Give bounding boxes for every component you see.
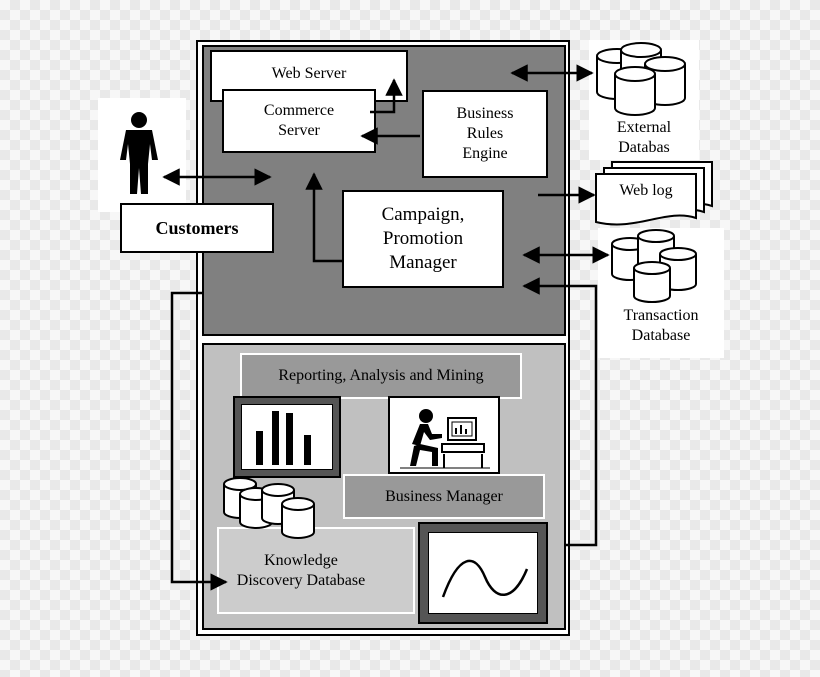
customer-figure-panel	[98, 98, 186, 212]
bar-chart-icon	[256, 411, 311, 465]
knowledge-discovery-db-label: Knowledge Discovery Database	[236, 551, 366, 589]
external-db-cylinders-icon	[596, 42, 686, 116]
customers-box: Customers	[120, 203, 274, 253]
campaign-to-commerce-arrow	[305, 172, 342, 263]
web-log-label: Web log	[619, 182, 673, 199]
external-db-label: External Databas	[616, 119, 672, 156]
knowledge-discovery-db-box: Knowledge Discovery Database	[217, 527, 415, 614]
customers-label: Customers	[155, 218, 239, 238]
web-log-document-icon	[595, 161, 713, 226]
knowledge-db-cylinders-icon	[223, 477, 315, 539]
bar-chart-picture	[233, 396, 341, 478]
commerce-to-web-arrow	[370, 78, 403, 114]
transaction-db-panel: Transaction Database	[598, 228, 724, 358]
business-rules-engine-box: Business Rules Engine	[422, 90, 548, 178]
person-icon	[120, 112, 158, 194]
commerce-server-label: Commerce Server	[263, 102, 335, 139]
external-db-panel: External Databas	[589, 40, 699, 160]
analytics-to-campaign-arrow	[522, 277, 598, 547]
business-manager-box: Business Manager	[343, 474, 545, 519]
reporting-box: Reporting, Analysis and Mining	[240, 353, 522, 399]
transaction-db-label: Transaction Database	[623, 307, 699, 344]
curve-chart-picture	[418, 522, 548, 624]
business-rules-engine-label: Business Rules Engine	[456, 105, 514, 162]
web-server-label: Web Server	[271, 65, 347, 82]
line-curve-icon	[441, 559, 529, 598]
system-to-kdd-arrow	[170, 291, 228, 591]
analyst-picture	[388, 396, 500, 474]
business-manager-label: Business Manager	[385, 487, 503, 505]
campaign-manager-box: Campaign, Promotion Manager	[342, 190, 504, 288]
transaction-db-cylinders-icon	[611, 229, 697, 303]
reporting-label: Reporting, Analysis and Mining	[278, 367, 484, 384]
analyst-at-computer-icon	[400, 409, 490, 469]
campaign-manager-label: Campaign, Promotion Manager	[381, 204, 465, 273]
commerce-server-box: Commerce Server	[222, 89, 376, 153]
